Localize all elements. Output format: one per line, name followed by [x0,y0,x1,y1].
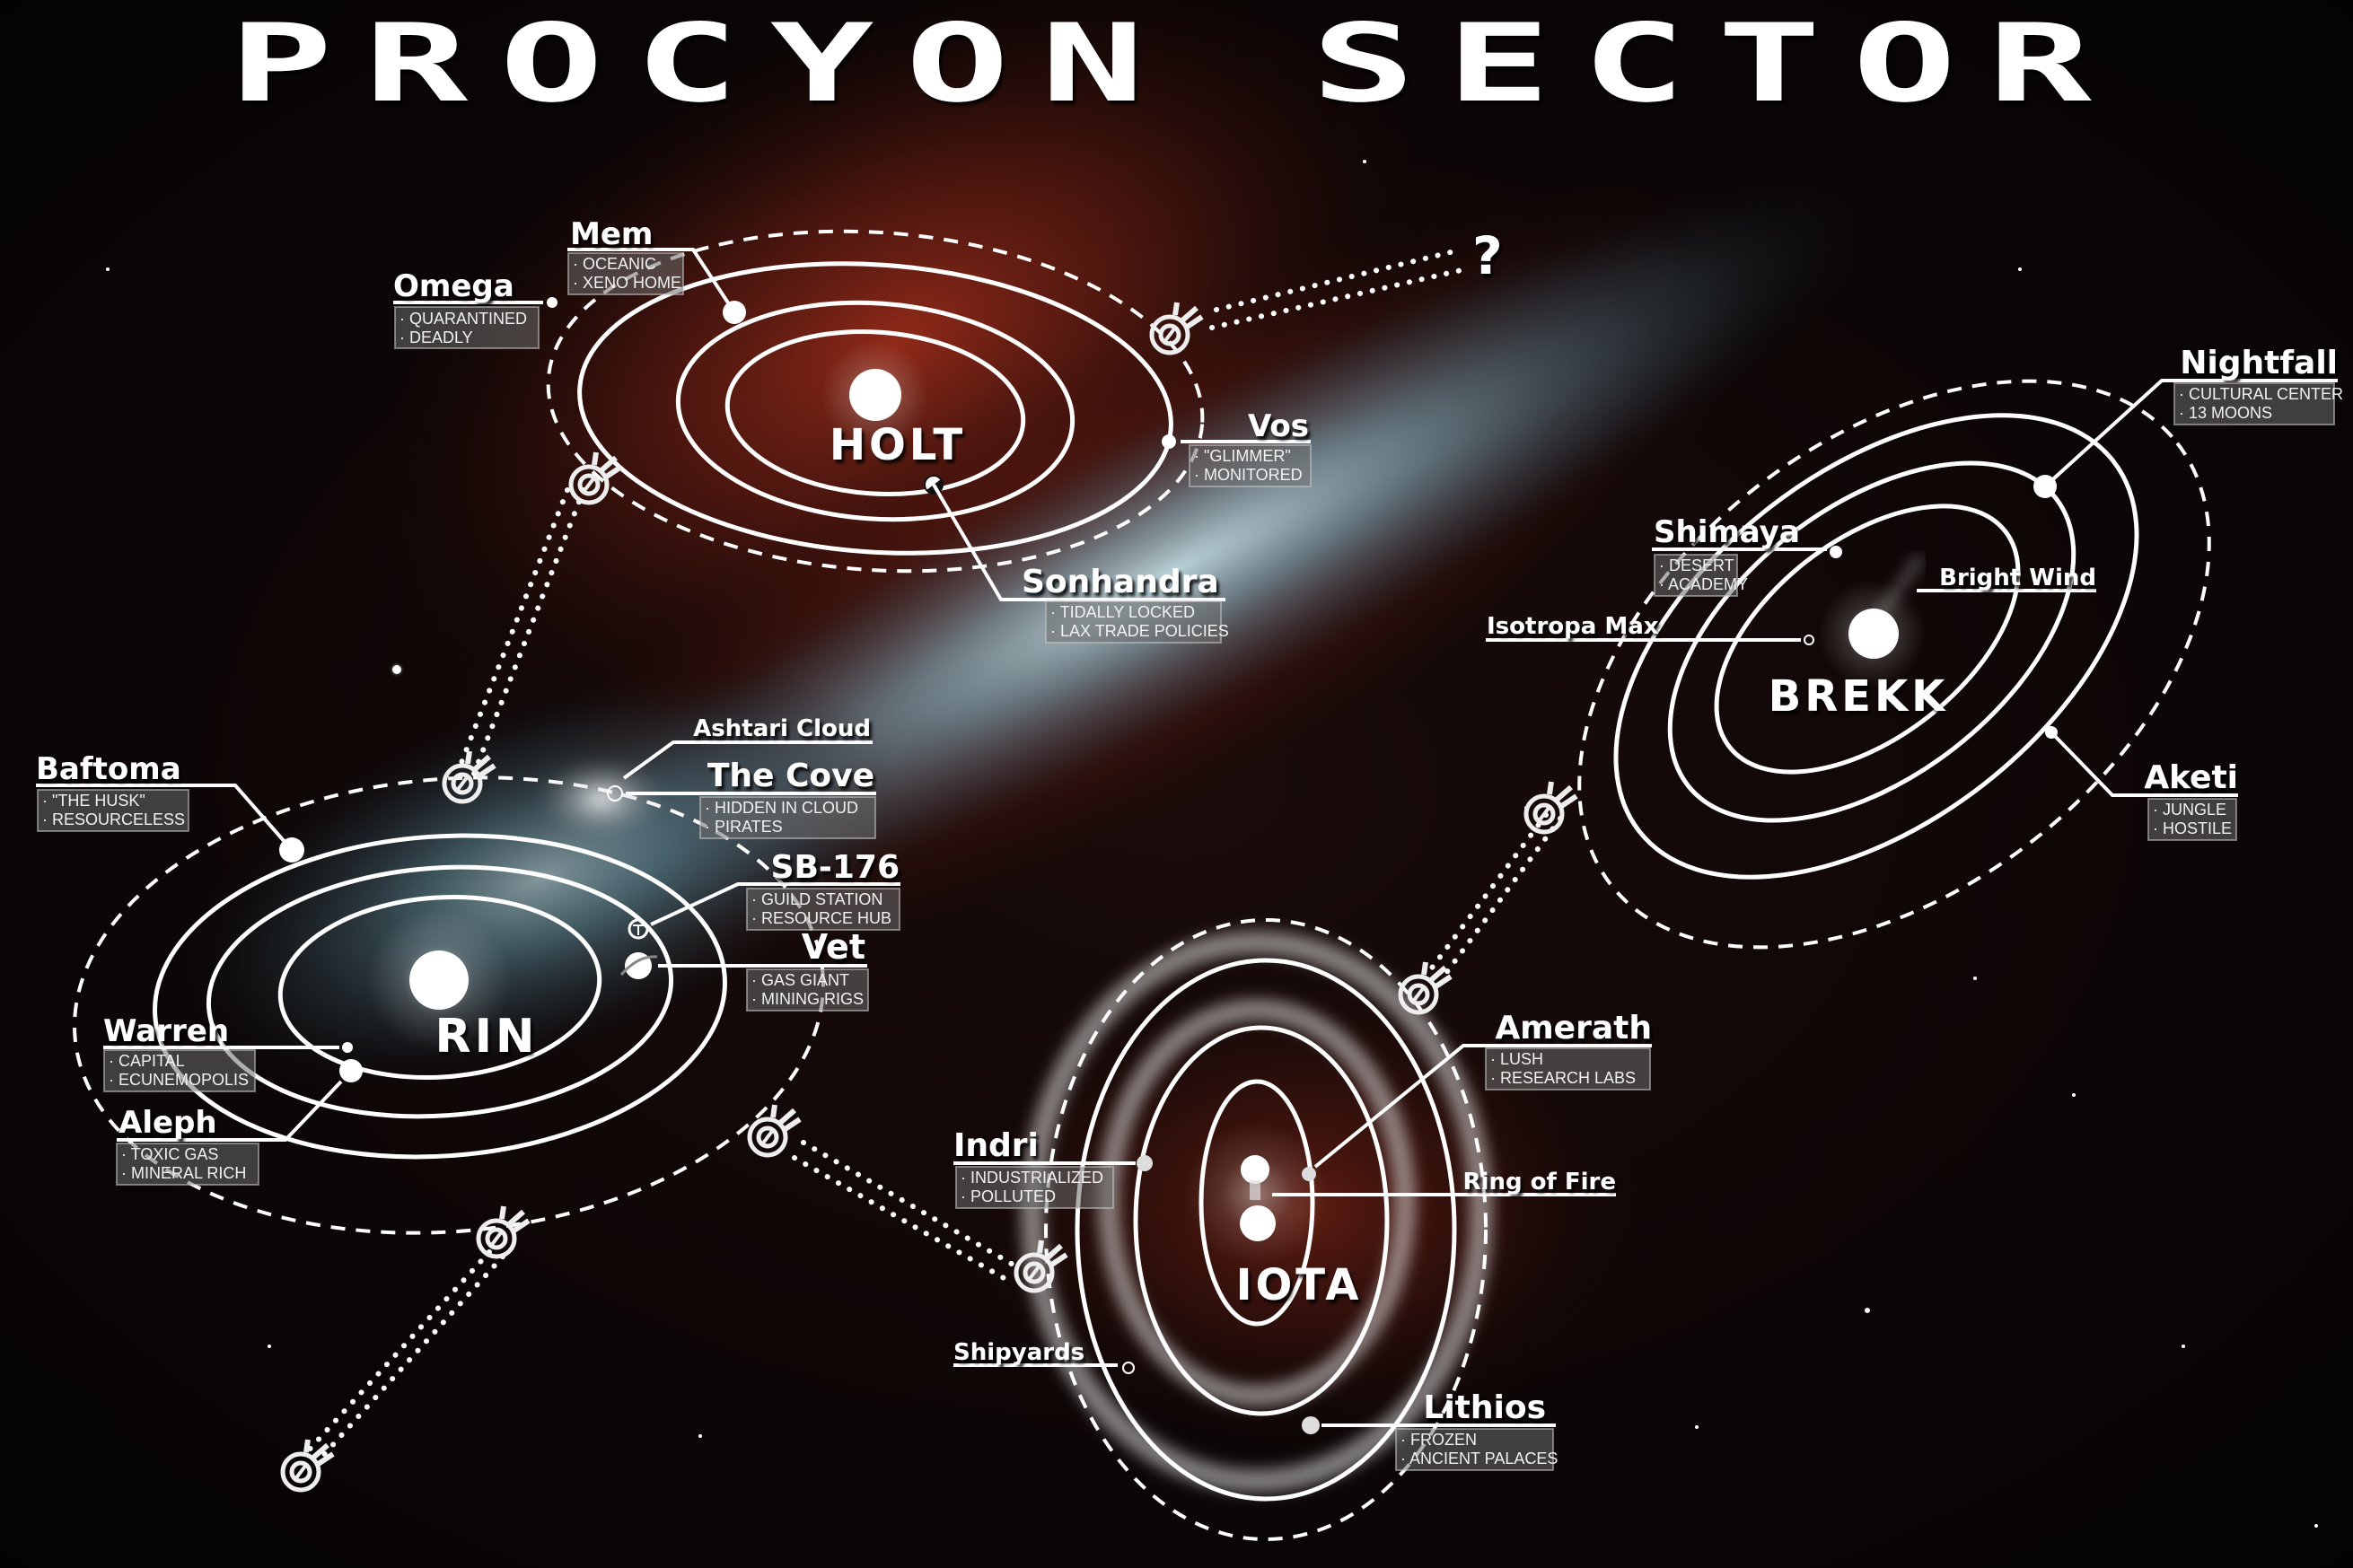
planet-baftoma-trait-2: · RESOURCELESS [42,810,185,828]
star-name-holt: HOLT [830,420,966,470]
planet-vos-icon[interactable] [1162,434,1176,449]
sector-title: PROCYON SECTOR [229,2,2123,127]
ashtari-cloud-name: Ashtari Cloud [693,715,871,742]
planet-lithios-trait-1: · FROZEN [1400,1431,1477,1449]
planet-indri-trait-2: · POLLUTED [961,1187,1056,1205]
planet-sonhandra-trait-1: · TIDALLY LOCKED [1050,603,1195,621]
planet-the-cove-name: The Cove [707,758,874,794]
planet-sonhandra-name: Sonhandra [1022,564,1219,600]
planet-aketi-trait-2: · HOSTILE [2153,819,2232,837]
planet-amerath-trait-1: · LUSH [1490,1050,1543,1068]
ashtari-cloud[interactable] [539,758,664,839]
planet-vet-name: Vet [802,927,865,967]
planet-indri-trait-1: · INDUSTRIALIZED [961,1169,1103,1187]
the-cove-station-icon[interactable] [607,785,623,802]
planet-shimaya-trait-1: · DESERT [1659,556,1734,574]
planet-vos-trait-2: · MONITORED [1194,466,1303,484]
planet-warren-trait-1: · CAPITAL [109,1052,185,1070]
star-brekk-icon [1848,609,1899,659]
planet-aleph-trait-1: · TOXIC GAS [121,1145,218,1163]
bright-wind-name: Bright Wind [1939,565,2096,591]
planet-shimaya-trait-2: · ACADEMY [1659,575,1748,593]
planet-amerath-name: Amerath [1495,1010,1652,1047]
station-sb176-name: SB-176 [771,849,900,886]
planet-indri-icon[interactable] [1137,1155,1153,1171]
planet-baftoma-name: Baftoma [36,751,181,787]
planet-shimaya-name: Shimaya [1654,514,1800,550]
planet-amerath-trait-2: · RESEARCH LABS [1490,1069,1636,1087]
planet-lithios-name: Lithios [1423,1389,1546,1426]
planet-vet-trait-1: · GAS GIANT [751,971,849,989]
station-sb176-trait-2: · RESOURCE HUB [751,909,891,927]
planet-mem-name: Mem [570,216,653,252]
planet-aleph-trait-2: · MINERAL RICH [121,1164,246,1182]
planet-indri-name: Indri [953,1127,1039,1164]
planet-baftoma-trait-1: · "THE HUSK" [42,792,145,810]
planet-vet-trait-2: · MINING RIGS [751,990,864,1008]
planet-shimaya-icon[interactable] [1830,546,1842,558]
planet-omega-icon[interactable] [547,297,558,308]
station-shipyards-icon[interactable] [1122,1362,1135,1374]
station-sb176-icon[interactable] [628,918,649,940]
planet-aleph-name: Aleph [119,1105,217,1141]
station-sb176-trait-1: · GUILD STATION [751,890,882,908]
star-iota-a-icon [1241,1155,1269,1184]
star-name-iota: IOTA [1236,1260,1363,1310]
galaxy-nebula [179,0,1884,1445]
isotropa-max-name: Isotropa Max [1487,613,1659,640]
planet-warren-trait-2: · ECUNEMOPOLIS [109,1071,249,1089]
planet-lithios-icon[interactable] [1302,1416,1320,1434]
ring-of-fire-name: Ring of Fire [1463,1169,1616,1196]
planet-nightfall-trait-2: · 13 MOONS [2179,404,2272,422]
planet-sonhandra-trait-2: · LAX TRADE POLICIES [1050,622,1229,640]
star-name-brekk: BREKK [1769,671,1949,722]
planet-vos-name: Vos [1248,408,1309,444]
planet-mem-trait-2: · XENO HOME [573,274,681,292]
planet-warren-name: Warren [103,1013,229,1049]
system-rin[interactable]: RIN Baftoma · "THE HUSK" · RESOURCELESS … [36,715,900,1263]
planet-mem-trait-1: · OCEANIC [573,255,656,273]
planet-nightfall-name: Nightfall [2180,345,2338,381]
star-rin-icon [409,950,469,1010]
jump-routes [303,247,1563,1461]
planet-the-cove-trait-2: · PIRATES [705,818,783,836]
system-iota[interactable]: IOTA Amerath · LUSH · RESEARCH LABS Indr… [953,918,1652,1541]
system-holt[interactable]: HOLT Mem · OCEANIC · XENO HOME Omega · Q… [393,210,1312,644]
planet-omega-trait-2: · DEADLY [399,328,473,346]
planet-omega-trait-1: · QUARANTINED [399,310,527,328]
system-brekk[interactable]: BREKK Nightfall · CULTURAL CENTER · 13 M… [1473,267,2343,1063]
unknown-destination-marker[interactable]: ? [1472,225,1503,286]
planet-vos-trait-1: · "GLIMMER" [1194,447,1291,465]
planet-aketi-name: Aketi [2144,759,2238,796]
planet-isotropa-max-icon[interactable] [1804,635,1814,645]
star-holt-icon [849,369,901,421]
planet-amerath-icon[interactable] [1302,1167,1316,1181]
background-stars [106,160,2318,1528]
star-iota-b-icon [1240,1205,1276,1241]
planet-aketi-trait-1: · JUNGLE [2153,801,2226,819]
planet-warren-icon[interactable] [342,1042,353,1053]
shipyards-name: Shipyards [953,1339,1084,1366]
planet-nightfall-trait-1: · CULTURAL CENTER [2179,385,2343,403]
planet-aleph-icon[interactable] [339,1059,363,1082]
planet-lithios-trait-2: · ANCIENT PALACES [1400,1450,1558,1467]
star-name-rin: RIN [435,1010,539,1064]
planet-omega-name: Omega [393,268,514,304]
planet-the-cove-trait-1: · HIDDEN IN CLOUD [705,799,858,817]
